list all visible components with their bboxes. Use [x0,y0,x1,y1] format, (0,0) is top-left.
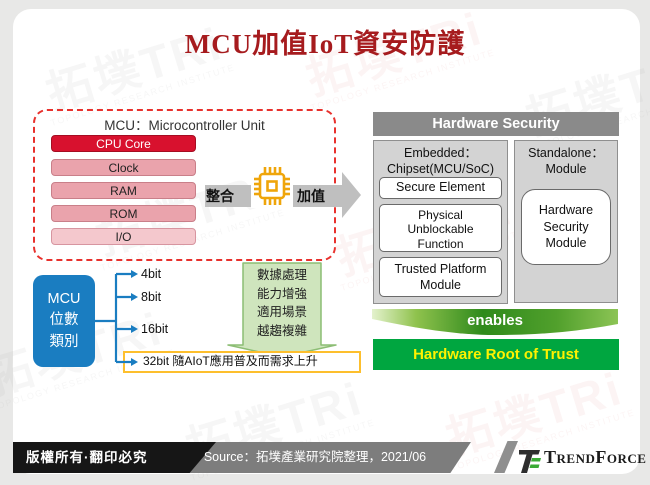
add-value-label: 加值 [297,188,325,204]
physical-unblockable-function-box: Physical Unblockable Function [379,204,502,252]
source-text: Source：拓墣產業研究院整理，2021/06 [203,450,427,464]
footer-copyright-bar [13,442,216,473]
enables-ribbon [372,309,618,335]
secure-element-box: Secure Element [379,177,502,199]
bit32-box: 32bit 隨AIoT應用普及而需求上升 [123,351,361,373]
mcu-bit-category-box: MCU 位數 類別 [33,275,95,367]
integrate-label: 整合 [206,188,234,204]
bit-connector-lines [95,270,138,366]
trendforce-brand-text: TrendForce [544,447,647,467]
bit-label-16bit: 16bit [141,322,169,336]
trendforce-logo-icon [519,450,541,473]
mcu-unit-title: MCU：Microcontroller Unit [104,118,265,133]
bit-label-4bit: 4bit [141,267,162,281]
hardware-security-header: Hardware Security [373,112,619,136]
standalone-panel-title: Standalone： Module [528,146,604,177]
bit-label-8bit: 8bit [141,290,162,304]
trusted-platform-module-box: Trusted Platform Module [379,257,502,297]
embedded-panel-title: Embedded： Chipset(MCU/SoC) [387,146,494,177]
trend-note-text: 數據處理 能力增強 適用場景 越趨複雜 [256,268,307,338]
component-clock: Clock [51,159,196,176]
chip-icon [251,164,293,208]
component-io: I/O [51,228,196,245]
hardware-root-of-trust-box: Hardware Root of Trust [373,339,619,370]
component-ram: RAM [51,182,196,199]
component-rom: ROM [51,205,196,222]
component-cpu-core: CPU Core [51,135,196,152]
hardware-security-module-box: Hardware Security Module [521,189,611,265]
page-title: MCU加值IoT資安防護 [184,29,466,59]
enables-label: enables [467,312,523,329]
copyright-text: 版權所有·翻印必究 [26,450,148,465]
